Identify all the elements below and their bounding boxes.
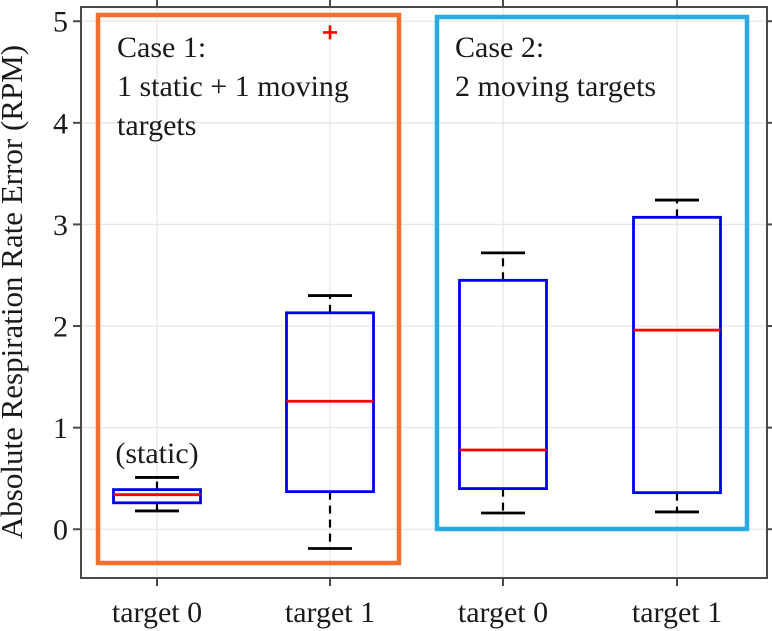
case2-group-rect [434, 14, 750, 532]
y-tick-label: 5 [53, 6, 68, 39]
boxplot-case2-target0 [458, 251, 548, 515]
gridlines [81, 7, 767, 578]
y-tick-label: 0 [53, 514, 68, 547]
case1-group-rect [95, 12, 402, 566]
y-tick-label: 1 [53, 412, 68, 445]
tick-marks [73, 0, 772, 586]
case2-label-line: Case 2: [455, 31, 544, 64]
box-rect [632, 215, 722, 495]
outlier-marker [323, 25, 337, 40]
box-rect [458, 278, 548, 490]
case1-label-line: 1 static + 1 moving [117, 70, 349, 103]
case2-label: Case 2: 2 moving targets [455, 31, 656, 103]
y-tick-label: 4 [53, 107, 68, 140]
x-tick-label: target 1 [632, 596, 722, 629]
static-note-line: (static) [115, 437, 198, 470]
case1-label: Case 1: 1 static + 1 moving targets [117, 31, 349, 142]
boxplot-case1-target1 [285, 25, 375, 550]
case1-label-line: targets [117, 109, 196, 142]
y-tick-label: 3 [53, 209, 68, 242]
boxplot-case2-target1 [632, 198, 722, 514]
y-tick-label: 2 [53, 311, 68, 344]
x-tick-label: target 1 [285, 596, 375, 629]
case2-label-line: 2 moving targets [455, 70, 656, 103]
case1-label-line: Case 1: [117, 31, 206, 64]
static-note: (static) [115, 437, 198, 470]
y-axis-label: Absolute Respiration Rate Error (RPM) [0, 45, 29, 539]
box-rect [112, 488, 202, 505]
boxplot-case1-target0 [112, 476, 202, 513]
x-tick-label: target 0 [112, 596, 202, 629]
x-tick-label: target 0 [458, 596, 548, 629]
axes-box [80, 6, 768, 579]
